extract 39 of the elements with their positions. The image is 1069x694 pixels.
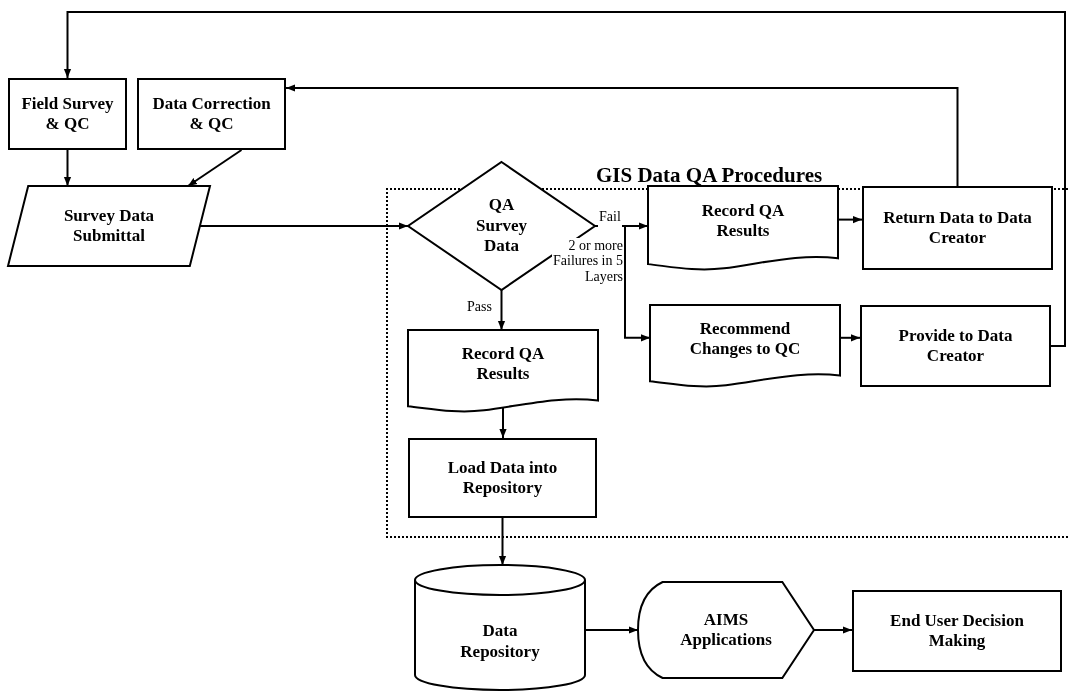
arrow [499, 406, 507, 439]
node-label: Provide to Data Creator [897, 325, 1014, 367]
arrow [839, 334, 861, 342]
node-label: AIMS Applications [679, 609, 773, 651]
process-box [8, 78, 127, 150]
arrow [813, 626, 853, 634]
arrow [584, 626, 639, 634]
arrow [498, 517, 507, 566]
node-label: Data Repository [459, 621, 541, 662]
process-box [408, 438, 597, 518]
arrow [199, 222, 409, 230]
arrow [285, 84, 959, 187]
arrow [497, 289, 506, 331]
node-label: Record QA Results [460, 343, 546, 385]
display-shape [638, 582, 814, 678]
node-label: Return Data to Data Creator [882, 207, 1033, 249]
node-label: End User Decision Making [889, 610, 1025, 652]
node-label: Load Data into Repository [446, 457, 559, 499]
database-cylinder [415, 565, 585, 690]
process-box [852, 590, 1062, 672]
process-box [137, 78, 286, 150]
node-label: Data Correction & QC [151, 93, 272, 135]
node-label: Record QA Results [700, 200, 786, 242]
document-shape [408, 330, 598, 412]
arrow [63, 11, 1066, 347]
node-label: Recommend Changes to QC [688, 318, 802, 360]
process-box [860, 305, 1051, 387]
document-shape [648, 186, 838, 270]
arrow [63, 149, 72, 187]
document-shape [650, 305, 840, 387]
node-label: Field Survey & QC [20, 93, 115, 135]
process-box [862, 186, 1053, 270]
edge-label: 2 or more Failures in 5 Layers [552, 238, 624, 285]
region-heading: GIS Data QA Procedures [596, 162, 823, 189]
node-label: QA Survey Data [475, 195, 528, 257]
arrow [837, 216, 863, 224]
arrow [187, 149, 243, 187]
node-label: Survey Data Submittal [62, 205, 156, 247]
data-parallelogram [8, 186, 210, 266]
